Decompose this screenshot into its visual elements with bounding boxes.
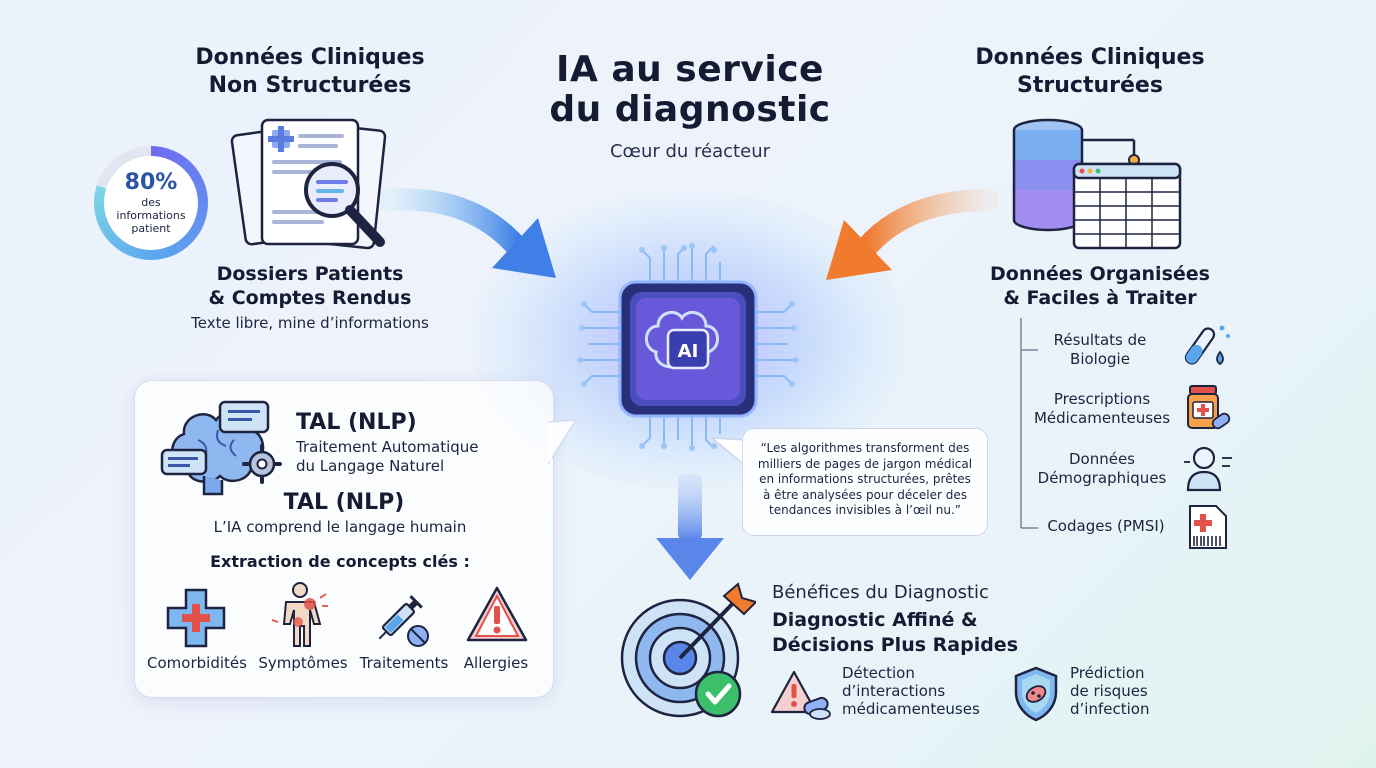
structured-item-biology: Résultats de Biologie (1030, 331, 1170, 369)
benefit-item-infection: Prédiction de risques d’infection (1070, 664, 1190, 718)
brain-chat-gear-icon (160, 400, 282, 496)
nlp-panel-pointer (548, 419, 578, 466)
quote-line1: “Les algorithmes transforment des (760, 441, 970, 455)
arrow-left-to-chip (380, 188, 556, 278)
structured-item-demographics: Données Démographiques (1028, 450, 1176, 488)
nlp-title-1: TAL (NLP) (296, 410, 417, 435)
stat-value: 80% (124, 170, 178, 195)
unstructured-heading-line2: Non Structurées (208, 73, 412, 98)
structured-item-prescriptions-line1: Prescriptions (1053, 390, 1151, 408)
benefit-item-interactions-line2: d’interactions (842, 682, 946, 700)
benefits-heading: Bénéfices du Diagnostic (772, 582, 989, 603)
structured-item-prescriptions-line2: Médicamenteuses (1033, 409, 1171, 427)
drug-interaction-warning-icon (770, 670, 831, 720)
concept-label-treatments: Traitements (359, 654, 449, 672)
benefits-title-line1: Diagnostic Affiné & (772, 609, 978, 631)
benefit-item-interactions-line1: Détection (842, 664, 915, 682)
structured-heading-line2: Structurées (1017, 73, 1163, 98)
unstructured-caption: Texte libre, mine d’informations (191, 314, 429, 332)
benefit-item-infection-line2: de risques (1070, 682, 1148, 700)
chip-label: AI (678, 341, 699, 362)
unstructured-subheading: Dossiers Patients & Comptes Rendus (170, 262, 450, 310)
stat-text: 80% des informations patient (104, 170, 198, 235)
stat-ring-inner (104, 156, 198, 250)
quote-line3: en informations structurées, prêtes (759, 472, 971, 486)
nlp-desc-2: L’IA comprend le langage humain (213, 518, 467, 536)
database-table-icon (1012, 118, 1182, 250)
benefit-item-interactions-line3: médicamenteuses (842, 700, 980, 718)
structured-item-demographics-line2: Démographiques (1037, 469, 1167, 487)
test-tube-icon (1184, 325, 1230, 366)
quote-line4: à être analysées pour déceler des (763, 487, 967, 502)
structured-subheading-line1: Données Organisées (990, 263, 1210, 285)
benefits-title: Diagnostic Affiné & Décisions Plus Rapid… (772, 608, 1018, 658)
page-title-line1: IA au service (556, 49, 824, 90)
nlp-desc-1: Traitement Automatique du Langage Nature… (296, 438, 506, 476)
quote-bubble: “Les algorithmes transforment des millie… (742, 428, 988, 536)
stat-line3: patient (131, 222, 171, 235)
body-pain-icon (271, 582, 328, 647)
barcode-document-icon (1189, 505, 1227, 549)
structured-heading-line1: Données Cliniques (975, 45, 1205, 70)
stat-line1: des (141, 196, 161, 209)
benefit-item-infection-line1: Prédiction (1070, 664, 1145, 682)
shield-virus-icon (1014, 666, 1058, 722)
nlp-desc-1-line1: Traitement Automatique (296, 438, 479, 456)
medical-cross-icon (166, 588, 226, 648)
quote-line2: milliers de pages de jargon médical (757, 456, 973, 471)
unstructured-heading-line1: Données Cliniques (195, 45, 425, 70)
arrow-chip-to-benefits (656, 474, 724, 580)
nlp-desc-1-line2: du Langage Naturel (296, 457, 445, 475)
benefits-title-line2: Décisions Plus Rapides (772, 634, 1019, 656)
structured-list-bracket (1020, 318, 1038, 529)
arrow-right-to-chip (826, 189, 998, 280)
stat-line2: informations (116, 209, 186, 222)
concept-label-comorbidities: Comorbidités (147, 654, 247, 672)
structured-subheading-line2: & Faciles à Traiter (1003, 287, 1197, 309)
structured-item-biology-line1: Résultats de (1053, 331, 1147, 349)
benefit-item-infection-line3: d’infection (1070, 700, 1150, 718)
concept-label-allergies: Allergies (463, 654, 529, 672)
page-title-line2: du diagnostic (549, 89, 831, 130)
structured-item-demographics-line1: Données (1068, 450, 1135, 468)
quote-line5: tendances invisibles à l’œil nu.” (769, 503, 961, 517)
structured-item-biology-line2: Biologie (1070, 350, 1130, 368)
warning-icon (466, 586, 528, 642)
pill-bottle-icon (1187, 385, 1231, 430)
syringe-icon (378, 595, 429, 647)
extraction-title: Extraction de concepts clés : (210, 552, 470, 571)
structured-heading: Données Cliniques Structurées (950, 44, 1230, 100)
unstructured-subheading-line2: & Comptes Rendus (208, 287, 412, 309)
unstructured-heading: Données Cliniques Non Structurées (170, 44, 450, 100)
unstructured-subheading-line1: Dossiers Patients (216, 263, 404, 285)
target-check-icon (620, 582, 756, 718)
structured-subheading: Données Organisées & Faciles à Traiter (960, 262, 1240, 310)
page-title: IA au service du diagnostic (540, 50, 840, 130)
benefit-item-interactions: Détection d’interactions médicamenteuses (842, 664, 1002, 718)
documents-magnifier-icon (230, 118, 387, 250)
concept-label-symptoms: Symptômes (258, 654, 348, 672)
page-subtitle: Cœur du réacteur (609, 141, 770, 162)
ai-chip-icon: AI (577, 243, 799, 451)
person-icon (1184, 446, 1232, 492)
nlp-title-2: TAL (NLP) (283, 490, 405, 515)
structured-item-coding: Codages (PMSI) (1047, 517, 1165, 535)
structured-item-prescriptions: Prescriptions Médicamenteuses (1024, 390, 1180, 428)
